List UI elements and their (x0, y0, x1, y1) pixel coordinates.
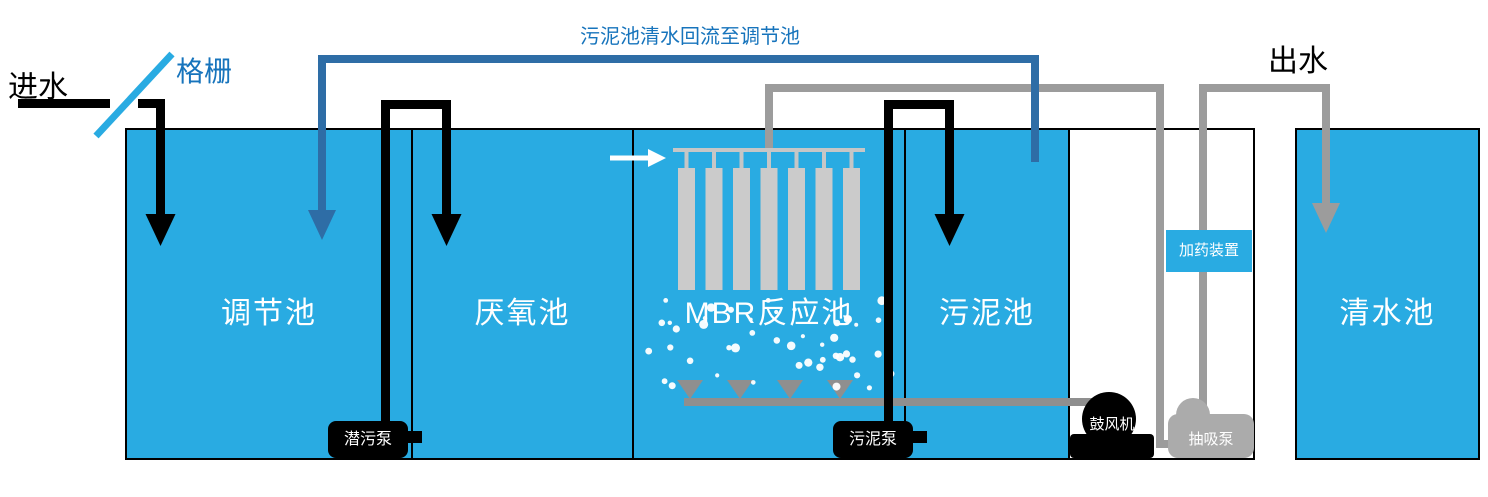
label-regulating-tank: 调节池 (221, 297, 317, 330)
tank-divider (632, 130, 634, 458)
submersible-pump-stub (404, 431, 422, 443)
return-note: 污泥池清水回流至调节池 (580, 26, 800, 48)
bar-screen (93, 51, 175, 139)
submersible-pump-label: 潜污泵 (343, 431, 392, 448)
suction-pump-body (1168, 414, 1254, 458)
suction-pump-label: 抽吸泵 (1188, 431, 1234, 448)
dosing-device-label: 加药装置 (1178, 242, 1239, 259)
label-sludge-tank: 污泥池 (939, 297, 1035, 330)
label-anaerobic-tank: 厌氧池 (474, 297, 571, 330)
sludge-pump-stub (909, 431, 927, 443)
blower-label: 鼓风机 (1089, 416, 1135, 433)
blower-base (1070, 434, 1154, 458)
screen-label: 格栅 (176, 56, 233, 87)
inlet-label: 进水 (8, 71, 68, 104)
label-mbr-tank: MBR反应池 (684, 297, 854, 330)
dosing-device: 加药装置 (1166, 230, 1252, 272)
sludge-pump-label: 污泥泵 (848, 431, 897, 448)
sludge-pump: 污泥泵 (833, 421, 913, 458)
label-clearwater-tank: 清水池 (1339, 297, 1436, 330)
outlet-label: 出水 (1268, 45, 1328, 78)
submersible-pump: 潜污泵 (328, 421, 408, 458)
